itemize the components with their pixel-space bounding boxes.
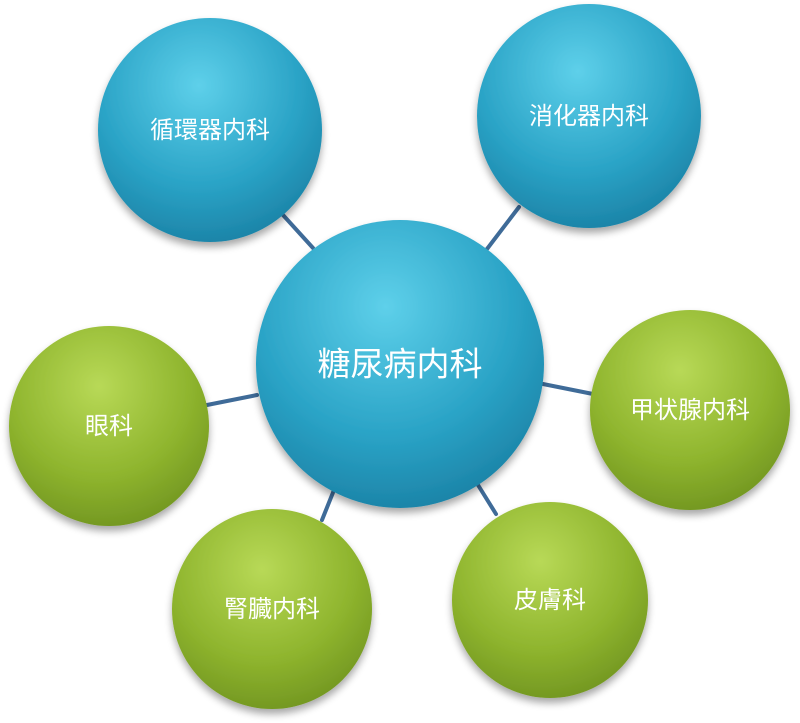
- node-nephrology: 腎臓内科: [172, 509, 372, 709]
- node-cardiology-label: 循環器内科: [150, 116, 270, 144]
- connector-thyroid: [541, 382, 595, 396]
- center-node-label: 糖尿病内科: [318, 345, 483, 384]
- node-thyroid-circle: [590, 310, 790, 510]
- connector-dermatology: [476, 483, 498, 516]
- center-node: 糖尿病内科: [256, 220, 544, 508]
- node-cardiology: 循環器内科: [98, 18, 322, 242]
- node-nephrology-label: 腎臓内科: [224, 595, 320, 623]
- connector-cardiology: [281, 213, 315, 250]
- node-dermatology-circle: [452, 502, 648, 698]
- node-gastroenterology: 消化器内科: [477, 4, 701, 228]
- connector-ophthalmology: [205, 393, 259, 407]
- node-nephrology-circle: [172, 509, 372, 709]
- node-gastroenterology-circle: [477, 4, 701, 228]
- center-node-circle: [256, 220, 544, 508]
- node-thyroid-label: 甲状腺内科: [630, 396, 750, 424]
- node-ophthalmology-circle: [9, 326, 209, 526]
- node-ophthalmology: 眼科: [9, 326, 209, 526]
- node-gastroenterology-label: 消化器内科: [529, 102, 649, 130]
- node-ophthalmology-label: 眼科: [85, 412, 133, 440]
- node-thyroid: 甲状腺内科: [590, 310, 790, 510]
- connector-gastroenterology: [485, 205, 521, 251]
- node-dermatology: 皮膚科: [452, 502, 648, 698]
- connector-nephrology: [320, 488, 336, 522]
- connectors: [205, 205, 595, 522]
- node-dermatology-label: 皮膚科: [514, 586, 586, 614]
- node-cardiology-circle: [98, 18, 322, 242]
